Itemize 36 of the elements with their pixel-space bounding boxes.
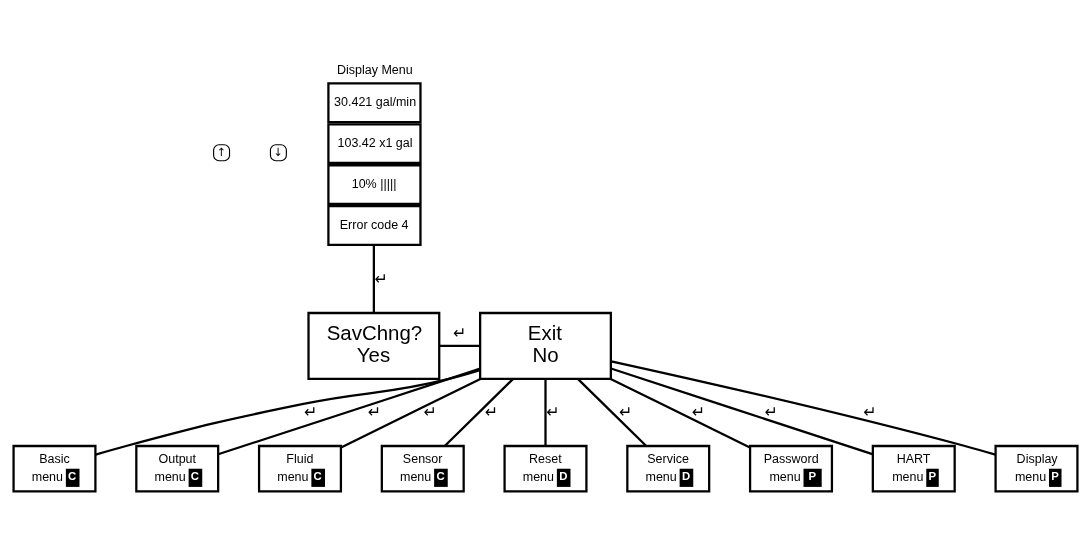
connector (217, 367, 481, 455)
node-box: Exit No (479, 311, 612, 380)
node-box: Fluid menu C (257, 444, 343, 493)
connector (95, 368, 481, 456)
connector (444, 377, 514, 447)
label: ↑ (216, 144, 227, 159)
connector (610, 366, 873, 455)
node-box: Output menu C (135, 444, 220, 493)
node-box: Display menu P (994, 444, 1079, 493)
connector (439, 344, 480, 347)
node-box: Password menu P (748, 444, 834, 493)
edge-label: ↵ (423, 401, 437, 421)
edge-label: ↵ (546, 401, 560, 421)
edge-label: ↵ (691, 401, 706, 421)
edge-label: ↵ (618, 401, 633, 421)
connector (340, 377, 481, 448)
node-box: Sensor menu C (380, 444, 465, 493)
label: ↓ (273, 144, 284, 159)
connector (577, 377, 647, 447)
node-box: Reset menu D (503, 444, 588, 493)
edge-label: ↵ (484, 401, 499, 421)
connector (610, 377, 751, 448)
node-box: HART menu P (871, 444, 956, 493)
connector (372, 245, 375, 313)
edge-label: ↵ (304, 401, 318, 421)
edge-label: ↵ (374, 268, 388, 288)
connector (544, 378, 547, 446)
node-label: Display Menu (336, 62, 413, 77)
edge-label: ↵ (453, 322, 467, 342)
connector (610, 359, 996, 456)
node-box: SavChng? Yes (307, 311, 441, 380)
edge-label: ↵ (764, 401, 778, 421)
edge-label: ↵ (863, 401, 877, 421)
node-box: Basic menu C (12, 444, 97, 493)
edge-label: ↵ (367, 401, 382, 421)
node-box: Service menu D (626, 444, 711, 493)
